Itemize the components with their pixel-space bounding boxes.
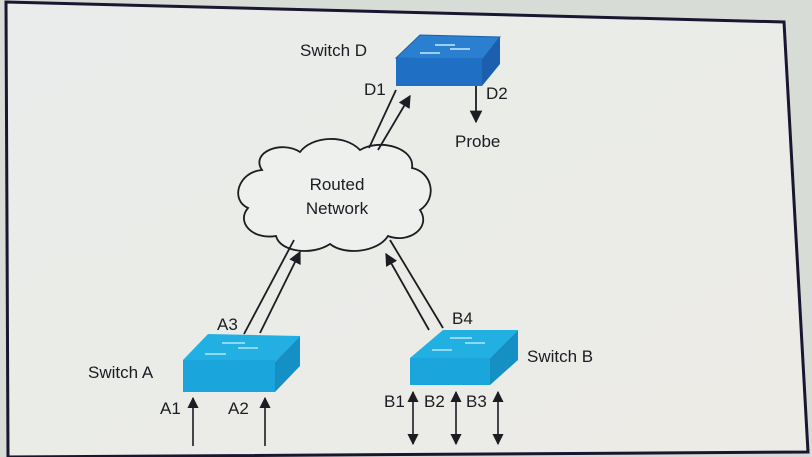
link-b4-cloud <box>389 239 444 329</box>
switch-a[interactable] <box>183 334 300 392</box>
port-b1-label: B1 <box>384 392 405 411</box>
port-a3-label: A3 <box>217 315 238 334</box>
switch-arrows-icon <box>420 44 470 54</box>
port-d2-label: D2 <box>486 84 508 103</box>
probe-label: Probe <box>455 132 500 151</box>
switch-a-label: Switch A <box>88 363 154 382</box>
arrow-to-d1 <box>377 94 411 151</box>
switch-b-label: Switch B <box>527 347 593 366</box>
switch-arrows-icon <box>205 342 258 355</box>
routed-network-cloud: Routed Network <box>237 138 432 252</box>
switch-arrows-icon <box>432 337 485 351</box>
switch-d-label: Switch D <box>300 41 367 60</box>
port-a1-label: A1 <box>160 399 181 418</box>
switch-d[interactable] <box>394 34 502 86</box>
cloud-label-line1: Routed <box>310 175 365 194</box>
port-b4-label: B4 <box>452 309 473 328</box>
port-d1-label: D1 <box>364 80 386 99</box>
link-a3-cloud <box>243 239 295 335</box>
arrow-b4-to-cloud <box>385 252 430 331</box>
link-cloud-d1 <box>368 89 397 149</box>
port-a2-label: A2 <box>228 399 249 418</box>
arrow-a3-to-cloud <box>259 250 301 334</box>
switch-b[interactable] <box>410 330 518 385</box>
port-b2-label: B2 <box>424 392 445 411</box>
port-b3-label: B3 <box>466 392 487 411</box>
cloud-label-line2: Network <box>306 199 369 218</box>
